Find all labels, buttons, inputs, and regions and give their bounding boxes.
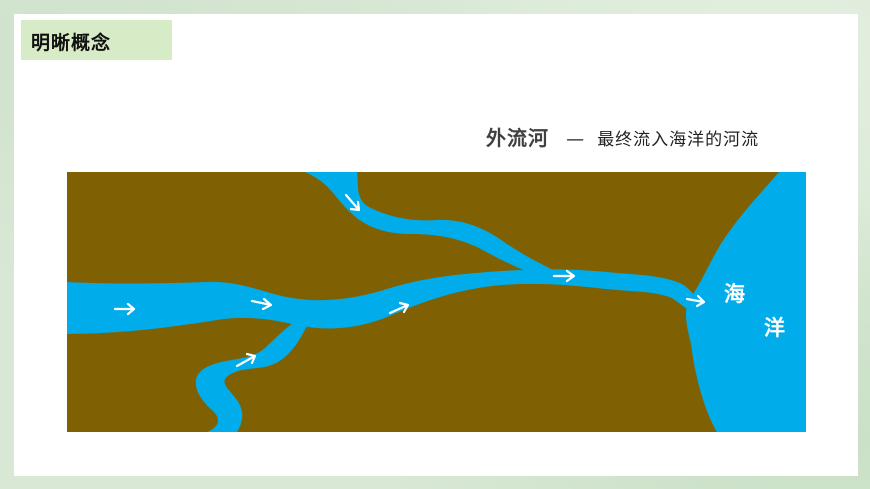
flow-arrow — [235, 352, 257, 368]
ocean-label-2: 洋 — [764, 316, 785, 340]
ocean — [685, 172, 806, 432]
flow-arrow — [344, 193, 361, 212]
ocean-label-1: 海 — [724, 282, 745, 306]
south-tributary — [195, 318, 309, 432]
heading-term: 外流河 — [486, 126, 549, 150]
section-tag: 明晰概念 — [21, 20, 172, 60]
heading-separator: — — [566, 129, 585, 150]
flow-arrow — [250, 297, 273, 311]
flow-arrow — [552, 269, 576, 283]
flow-arrow — [685, 294, 706, 308]
river-diagram — [67, 172, 806, 432]
flow-arrow — [388, 301, 410, 315]
north-tributary — [305, 172, 557, 275]
heading-definition: 最终流入海洋的河流 — [597, 130, 760, 150]
main-river — [67, 269, 707, 334]
section-tag-label: 明晰概念 — [31, 32, 112, 54]
river-network — [67, 172, 707, 432]
flow-arrow — [113, 302, 136, 316]
heading: 外流河 — 最终流入海洋的河流 — [486, 122, 759, 152]
